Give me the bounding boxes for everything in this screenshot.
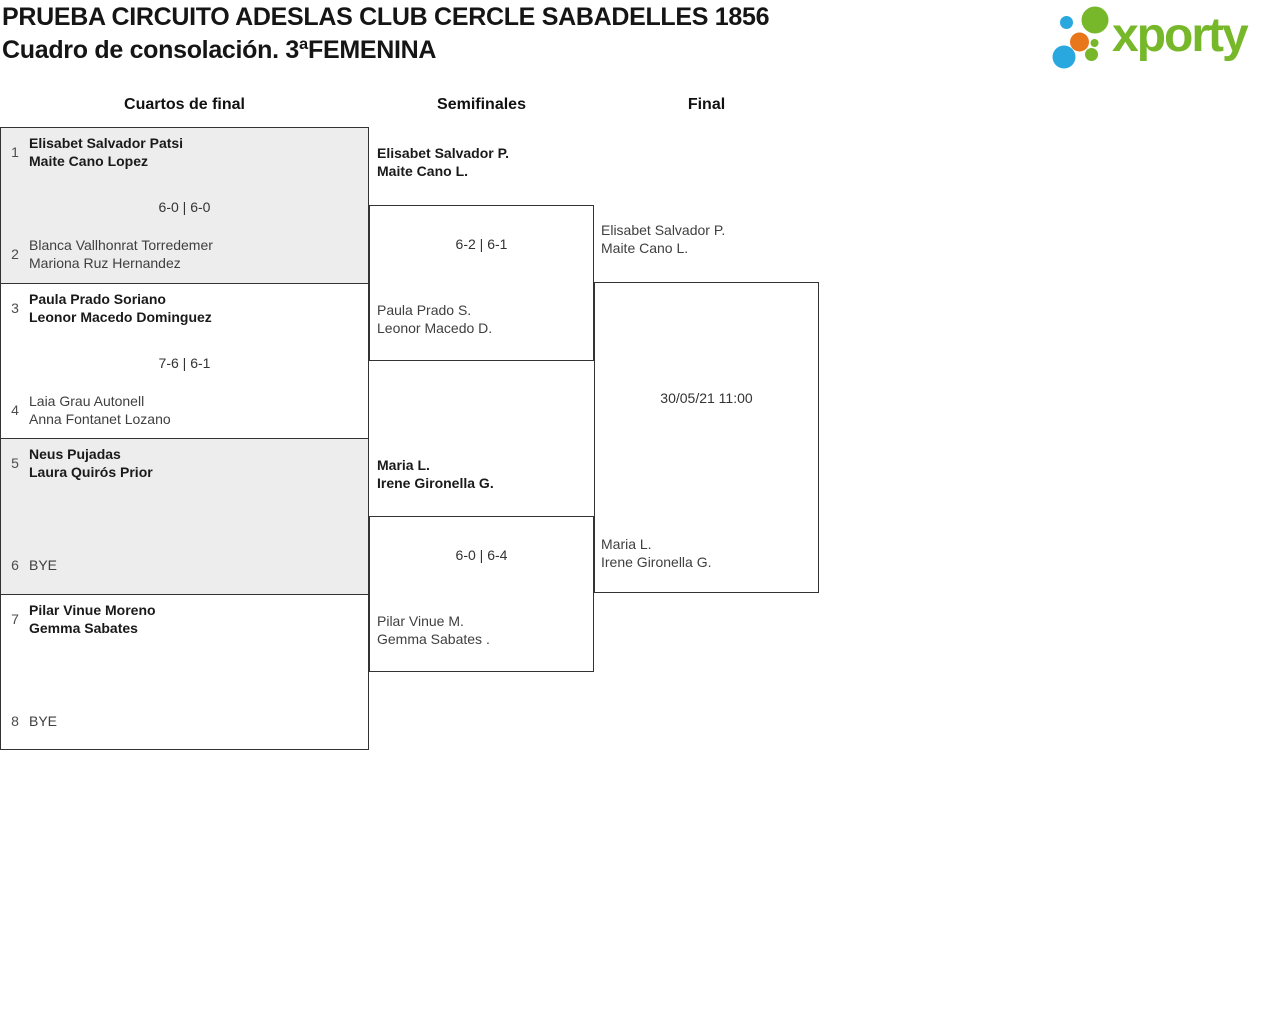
player-name: Anna Fontanet Lozano <box>29 410 171 427</box>
player-name: Maite Cano L. <box>601 240 689 256</box>
match-score: 6-0 | 6-0 <box>158 199 211 215</box>
team-entry[interactable]: 2 Blanca Vallhonrat Torredemer Mariona R… <box>1 236 360 272</box>
draw-name: Cuadro de consolación. 3ªFEMENINA <box>2 36 437 64</box>
player-name: Irene Gironella G. <box>601 554 712 570</box>
seed-number: 5 <box>11 455 19 471</box>
match-score: 6-0 | 6-4 <box>455 547 508 563</box>
match-qf-4[interactable]: 7 Pilar Vinue Moreno Gemma Sabates 8 BYE <box>1 593 368 749</box>
team-entry[interactable]: 6 BYE <box>1 547 360 583</box>
team-entry[interactable]: Maria L. Irene Gironella G. <box>377 456 494 492</box>
player-name: Gemma Sabates <box>29 619 138 636</box>
match-schedule: 30/05/21 11:00 <box>660 390 753 406</box>
player-name: Paula Prado S. <box>377 302 472 318</box>
quarterfinals-column: 1 Elisabet Salvador Patsi Maite Cano Lop… <box>0 127 369 750</box>
match-score: 7-6 | 6-1 <box>158 354 211 371</box>
match-qf-1[interactable]: 1 Elisabet Salvador Patsi Maite Cano Lop… <box>1 128 368 283</box>
player-name: Maria L. <box>377 457 430 473</box>
team-entry[interactable]: 1 Elisabet Salvador Patsi Maite Cano Lop… <box>1 134 360 170</box>
player-name: Laura Quirós Prior <box>29 464 153 480</box>
player-name: Elisabet Salvador P. <box>601 222 726 238</box>
team-entry[interactable]: 8 BYE <box>1 703 360 739</box>
player-name: Pilar Vinue M. <box>377 613 464 629</box>
player-name: Maite Cano Lopez <box>29 153 149 169</box>
player-name: Paula Prado Soriano <box>29 290 166 307</box>
player-name: Mariona Ruz Hernandez <box>29 255 181 271</box>
player-name: BYE <box>29 557 58 573</box>
team-entry[interactable]: 7 Pilar Vinue Moreno Gemma Sabates <box>1 601 360 637</box>
seed-number: 2 <box>11 246 19 262</box>
round-header-semifinales: Semifinales <box>437 96 526 113</box>
xporty-logo: xporty <box>1048 2 1266 70</box>
player-name: Gemma Sabates . <box>377 631 490 647</box>
seed-number: 1 <box>11 144 19 160</box>
seed-number: 6 <box>11 557 19 573</box>
round-header-cuartos: Cuartos de final <box>124 96 245 113</box>
team-entry[interactable]: Elisabet Salvador P. Maite Cano L. <box>377 144 509 180</box>
player-name: Elisabet Salvador Patsi <box>29 135 184 151</box>
player-name: Elisabet Salvador P. <box>377 145 510 161</box>
match-score: 6-2 | 6-1 <box>455 236 508 252</box>
team-entry[interactable]: Pilar Vinue M. Gemma Sabates . <box>377 612 490 648</box>
team-entry[interactable]: 3 Paula Prado Soriano Leonor Macedo Domi… <box>1 290 360 326</box>
team-entry[interactable]: Maria L. Irene Gironella G. <box>601 535 712 571</box>
player-name: Laia Grau Autonell <box>29 392 145 409</box>
logo-wordmark: xporty <box>1112 9 1249 62</box>
player-name: Maria L. <box>601 536 652 552</box>
player-name: Leonor Macedo D. <box>377 320 493 336</box>
team-entry[interactable]: 4 Laia Grau Autonell Anna Fontanet Lozan… <box>1 392 360 428</box>
player-name: Pilar Vinue Moreno <box>29 601 156 618</box>
match-sf-2[interactable] <box>369 516 594 672</box>
seed-number: 8 <box>11 712 19 729</box>
player-name: Leonor Macedo Dominguez <box>29 308 212 325</box>
match-final[interactable] <box>594 282 819 593</box>
player-name: BYE <box>29 712 58 729</box>
match-qf-2[interactable]: 3 Paula Prado Soriano Leonor Macedo Domi… <box>1 282 368 438</box>
team-entry[interactable]: Paula Prado S. Leonor Macedo D. <box>377 301 492 337</box>
seed-number: 4 <box>11 401 19 418</box>
match-sf-1[interactable] <box>369 205 594 361</box>
player-name: Maite Cano L. <box>377 163 469 179</box>
team-entry[interactable]: 5 Neus Pujadas Laura Quirós Prior <box>1 445 360 481</box>
player-name: Neus Pujadas <box>29 446 121 462</box>
seed-number: 3 <box>11 299 19 316</box>
player-name: Irene Gironella G. <box>377 475 494 491</box>
player-name: Blanca Vallhonrat Torredemer <box>29 237 213 253</box>
team-entry[interactable]: Elisabet Salvador P. Maite Cano L. <box>601 221 725 257</box>
match-qf-3[interactable]: 5 Neus Pujadas Laura Quirós Prior 6 BYE <box>1 438 368 594</box>
page-title: PRUEBA CIRCUITO ADESLAS CLUB CERCLE SABA… <box>2 1 770 67</box>
tournament-name: PRUEBA CIRCUITO ADESLAS CLUB CERCLE SABA… <box>2 3 770 31</box>
logo-dots-icon <box>1052 6 1109 69</box>
round-header-final: Final <box>687 96 726 113</box>
seed-number: 7 <box>11 610 19 627</box>
